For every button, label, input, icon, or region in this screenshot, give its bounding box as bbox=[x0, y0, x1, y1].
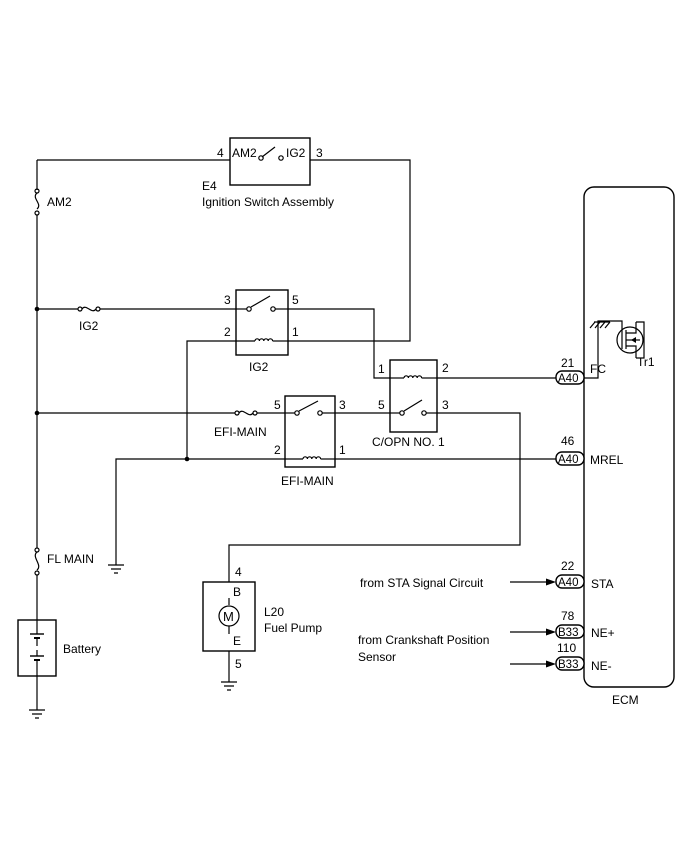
input-signals: from STA Signal Circuit from Crankshaft … bbox=[358, 576, 556, 668]
ignition-code: E4 bbox=[202, 179, 217, 193]
ecm-pin-ne-minus-number: 110 bbox=[557, 641, 576, 655]
ecm-pin-sta-conn: A40 bbox=[558, 577, 578, 589]
ecm-pin-ne-minus-conn: B33 bbox=[558, 659, 578, 671]
ground-icon-efi bbox=[108, 564, 124, 574]
fuse-fl-main: FL MAIN bbox=[34, 547, 94, 576]
ecm-pin-ne-minus-signal: NE- bbox=[591, 659, 612, 673]
relay-ig2-pin2: 2 bbox=[224, 325, 231, 339]
relay-copn-pin1: 1 bbox=[378, 362, 385, 376]
fuel-pump-code: L20 bbox=[264, 605, 284, 619]
fuel-pump: 4 B M E 5 L20 Fuel Pump bbox=[202, 565, 322, 671]
relay-ig2-pin3: 3 bbox=[224, 293, 231, 307]
relay-efi-pin2: 2 bbox=[274, 443, 281, 457]
relay-efi-label: EFI-MAIN bbox=[281, 474, 334, 488]
ecm-pin-fc-number: 21 bbox=[561, 356, 575, 370]
fuel-pump-pin-top: 4 bbox=[235, 565, 242, 579]
fuse-am2: AM2 bbox=[34, 188, 72, 216]
ecm-pin-mrel-conn: A40 bbox=[558, 454, 578, 466]
ignition-switch: 4 3 AM2 IG2 E4 Ignition Switch Assembly bbox=[202, 137, 334, 209]
ignition-pin-left: 4 bbox=[217, 146, 224, 160]
fuel-pump-name: Fuel Pump bbox=[264, 621, 322, 635]
ecm-label: ECM bbox=[612, 693, 639, 707]
relay-copn-pin5: 5 bbox=[378, 398, 385, 412]
fuel-pump-term-b: B bbox=[233, 585, 241, 599]
transistor-label: Tr1 bbox=[637, 355, 655, 369]
fuse-efi-main-label: EFI-MAIN bbox=[214, 425, 267, 439]
ecm-pin-mrel-signal: MREL bbox=[590, 453, 624, 467]
motor-symbol: M bbox=[223, 609, 234, 624]
ignition-label-am2: AM2 bbox=[232, 146, 257, 160]
junction-dots bbox=[34, 306, 190, 462]
relay-copn: 1 2 5 3 C/OPN NO. 1 bbox=[372, 359, 449, 449]
fuse-fl-main-label: FL MAIN bbox=[47, 552, 94, 566]
ecm-pin-fc-signal: FC bbox=[590, 362, 606, 376]
relay-copn-pin2: 2 bbox=[442, 361, 449, 375]
ecm-pin-fc: 21 A40 FC bbox=[555, 356, 606, 385]
ecm-pin-sta-number: 22 bbox=[561, 559, 575, 573]
fuel-pump-pin-bottom: 5 bbox=[235, 657, 242, 671]
relay-ig2-label: IG2 bbox=[249, 360, 269, 374]
battery: Battery bbox=[17, 619, 101, 677]
ecm-pin-mrel-number: 46 bbox=[561, 434, 575, 448]
ecm: ECM Tr1 21 A40 FC 46 A40 MREL bbox=[555, 186, 675, 707]
sta-source-label: from STA Signal Circuit bbox=[360, 576, 484, 590]
transistor-icon: Tr1 bbox=[584, 320, 655, 379]
relay-ig2-pin1: 1 bbox=[292, 325, 299, 339]
relay-copn-label: C/OPN NO. 1 bbox=[372, 435, 445, 449]
relay-ig2: 3 5 2 1 IG2 bbox=[224, 289, 299, 374]
ground-icon-pump bbox=[221, 681, 237, 691]
fuse-efi-main: EFI-MAIN bbox=[214, 410, 267, 439]
fuse-ig2-label: IG2 bbox=[79, 319, 99, 333]
ignition-name: Ignition Switch Assembly bbox=[202, 195, 334, 209]
ecm-pin-sta: 22 A40 STA bbox=[555, 559, 613, 591]
fuse-am2-label: AM2 bbox=[47, 195, 72, 209]
ecm-pin-ne-plus-signal: NE+ bbox=[591, 626, 615, 640]
ecm-pin-ne-plus-number: 78 bbox=[561, 609, 575, 623]
ecm-pin-ne-minus: 110 B33 NE- bbox=[555, 641, 612, 673]
wires bbox=[36, 159, 556, 710]
ecm-pin-sta-signal: STA bbox=[591, 577, 613, 591]
relay-efi-pin3: 3 bbox=[339, 398, 346, 412]
ecm-pin-ne-plus-conn: B33 bbox=[558, 627, 578, 639]
ignition-label-ig2: IG2 bbox=[286, 146, 306, 160]
relay-ig2-pin5: 5 bbox=[292, 293, 299, 307]
battery-label: Battery bbox=[63, 642, 101, 656]
crank-source-label-2: Sensor bbox=[358, 650, 396, 664]
relay-copn-pin3: 3 bbox=[442, 398, 449, 412]
ecm-pin-mrel: 46 A40 MREL bbox=[555, 434, 624, 467]
fuse-ig2: IG2 bbox=[77, 306, 101, 333]
ecm-pin-ne-plus: 78 B33 NE+ bbox=[555, 609, 615, 640]
ecm-pin-fc-conn: A40 bbox=[558, 373, 578, 385]
ignition-pin-right: 3 bbox=[316, 146, 323, 160]
ground-icon-battery bbox=[29, 709, 45, 719]
crank-source-label-1: from Crankshaft Position bbox=[358, 633, 489, 647]
relay-efi-pin1: 1 bbox=[339, 443, 346, 457]
relay-efi-pin5: 5 bbox=[274, 398, 281, 412]
relay-efi-main: 5 3 2 1 EFI-MAIN bbox=[274, 395, 346, 488]
fuel-pump-term-e: E bbox=[233, 634, 241, 648]
